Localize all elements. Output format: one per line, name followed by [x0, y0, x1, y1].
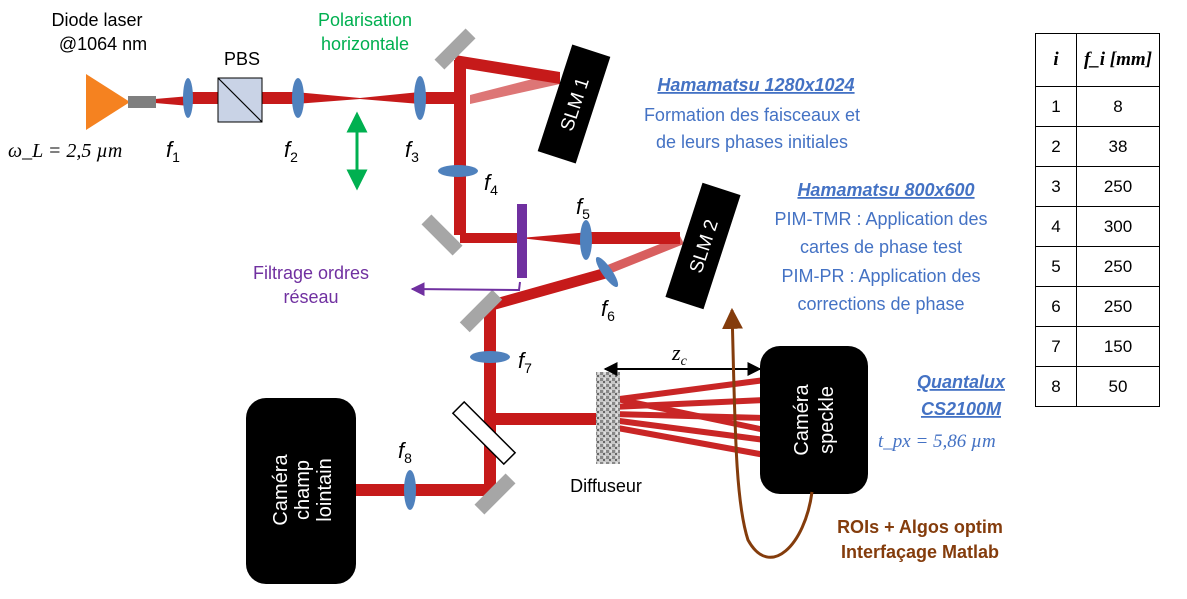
lens-f6-label: f6: [601, 296, 615, 324]
table-cell-i: 1: [1035, 86, 1077, 127]
lens-f3-label: f3: [405, 137, 419, 165]
slm2-line3: PIM-PR : Application des: [781, 266, 980, 286]
table-cell-f: 250: [1076, 246, 1160, 287]
lens-f8: [404, 470, 416, 510]
camera-speckle-line1: Caméra: [791, 384, 813, 456]
lens-f5: [580, 220, 592, 260]
scattered-beams: [611, 377, 766, 458]
slm2-device: SLM 2: [665, 182, 741, 310]
slm2-line4: corrections de phase: [797, 294, 964, 314]
mirror-4: [474, 473, 516, 515]
polarisation-line1: Polarisation: [318, 10, 412, 30]
slm1-model: Hamamatsu 1280x1024: [657, 75, 854, 95]
camera-speckle: [760, 346, 868, 494]
camera-speckle-line2: speckle: [816, 386, 838, 454]
lens-f7: [470, 351, 510, 363]
camera-far-line2: champ: [292, 460, 314, 520]
laser-beam-path: [155, 55, 684, 496]
lens-f2-label: f2: [284, 137, 298, 165]
lens-f3: [414, 76, 426, 120]
table-cell-f: 150: [1076, 326, 1160, 367]
camera-far-field: [246, 398, 356, 584]
pbs-label: PBS: [224, 49, 260, 69]
lens-f8-label: f8: [398, 438, 412, 466]
table-cell-f: 38: [1076, 126, 1160, 167]
slm1-desc-line1: Formation des faisceaux et: [644, 105, 860, 125]
slm2-line2: cartes de phase test: [800, 237, 962, 257]
laser-diode: [86, 74, 156, 130]
interface-line2: Interfaçage Matlab: [841, 542, 999, 562]
table-cell-i: 7: [1035, 326, 1077, 367]
pbs-cube: [217, 77, 263, 123]
camera-far-line3: lointain: [314, 458, 336, 521]
diffraction-order-filter: [517, 204, 527, 278]
slm1-desc-line2: de leurs phases initiales: [656, 132, 848, 152]
camera-pixel-size: t_px = 5,86 µm: [878, 431, 996, 452]
camera-speckle-model-line2: CS2100M: [921, 399, 1002, 419]
slm1-device: SLM 1: [537, 44, 611, 164]
lens-f2: [292, 78, 304, 118]
table-cell-f: 250: [1076, 166, 1160, 207]
table-cell-f: 300: [1076, 206, 1160, 247]
mirror-2: [421, 214, 463, 256]
filter-arrow-icon: [410, 281, 521, 297]
diffuser: [596, 372, 620, 464]
lens-f7-label: f7: [518, 348, 532, 376]
table-cell-i: 8: [1035, 366, 1077, 407]
camera-speckle-model-line1: Quantalux: [917, 372, 1006, 392]
table-cell-f: 50: [1076, 366, 1160, 407]
lens-f4-label: f4: [484, 170, 498, 198]
interface-loop-arrow-icon: [722, 307, 814, 559]
diffuser-label: Diffuseur: [570, 476, 642, 496]
table-cell-i: 2: [1035, 126, 1077, 167]
distance-label: zc: [671, 340, 688, 369]
interface-line1: ROIs + Algos optim: [837, 517, 1003, 537]
table-cell-i: 4: [1035, 206, 1077, 247]
table-header-f: f_i [mm]: [1076, 33, 1160, 87]
table-cell-i: 5: [1035, 246, 1077, 287]
slm2-line1: PIM-TMR : Application des: [774, 209, 987, 229]
lens-f6: [595, 256, 619, 288]
lens-f5-label: f5: [576, 194, 590, 222]
filter-label-line2: réseau: [283, 287, 338, 307]
lens-f4: [438, 165, 478, 177]
table-cell-f: 8: [1076, 86, 1160, 127]
lens-f1: [183, 78, 193, 118]
mirror-3: [459, 289, 503, 333]
lens-f1-label: f1: [166, 137, 180, 165]
table-header-row: i f_i [mm]: [1035, 33, 1160, 87]
laser-label-line1: Diode laser: [51, 10, 142, 30]
table-cell-i: 6: [1035, 286, 1077, 327]
filter-label-line1: Filtrage ordres: [253, 263, 369, 283]
beam-splitter: [451, 400, 517, 466]
laser-label-line2: @1064 nm: [59, 34, 147, 54]
polarisation-line2: horizontale: [321, 34, 409, 54]
camera-far-line1: Caméra: [270, 454, 292, 526]
slm2-model: Hamamatsu 800x600: [797, 180, 974, 200]
table-cell-i: 3: [1035, 166, 1077, 207]
mirror-1: [434, 28, 476, 70]
table-header-i: i: [1035, 33, 1077, 87]
laser-waist-label: ω_L = 2,5 µm: [8, 140, 122, 162]
table-cell-f: 250: [1076, 286, 1160, 327]
